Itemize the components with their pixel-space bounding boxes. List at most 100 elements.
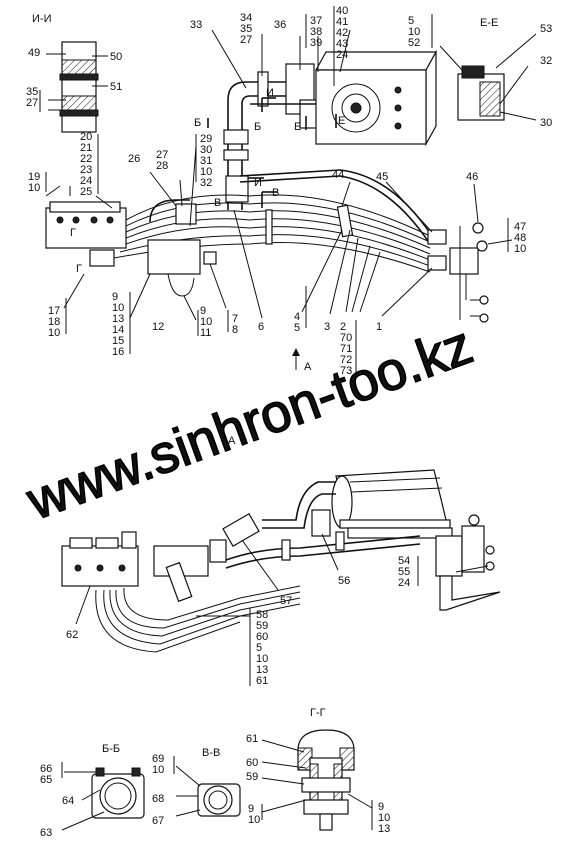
- callout-27: 27: [26, 97, 38, 109]
- leader-33: [211, 29, 247, 89]
- callout-5-ee: 5: [408, 15, 414, 27]
- section-vv: В-В 69 10 68 67: [152, 747, 241, 827]
- valve-lower-fitting: [89, 249, 115, 267]
- callout-71: 71: [340, 343, 352, 355]
- callout-60-list: 60: [256, 631, 268, 643]
- callout-9-gg: 9: [248, 803, 254, 815]
- callout-64: 64: [62, 795, 74, 807]
- callout-59: 59: [246, 771, 258, 783]
- section-ee: Е-Е 5 10 52 53 32 30: [408, 14, 552, 129]
- callout-32: 32: [540, 55, 552, 67]
- lower-pipe-top: [262, 481, 336, 521]
- callout-66: 66: [40, 763, 52, 775]
- valve-block-top: [49, 201, 121, 213]
- callout-36: 36: [274, 19, 286, 31]
- bundle-clamp-44: [336, 204, 354, 238]
- callout-63: 63: [40, 827, 52, 839]
- section-gg-title: Г-Г: [310, 707, 326, 719]
- callout-5: 5: [294, 322, 300, 334]
- lower-bracket-plate: [439, 575, 501, 611]
- callout-48: 48: [514, 232, 526, 244]
- callout-10-29: 10: [200, 166, 212, 178]
- callout-13-ggr: 13: [378, 823, 390, 835]
- callout-13: 13: [112, 313, 124, 325]
- cut-mark-g-block: Г: [70, 227, 76, 239]
- callout-52: 52: [408, 37, 420, 49]
- callout-11: 11: [200, 327, 211, 339]
- callout-53: 53: [540, 23, 552, 35]
- ee-fitting-hatch: [479, 81, 501, 117]
- callout-10-47: 10: [514, 243, 526, 255]
- view-a-title: А: [228, 435, 236, 447]
- tank-flange-center: [350, 102, 362, 114]
- callout-13-list: 13: [256, 664, 268, 676]
- cut-mark-e-left: Е: [294, 121, 301, 133]
- callout-10-9: 10: [112, 302, 124, 314]
- callout-35: 35: [26, 86, 38, 98]
- callout-18: 18: [48, 316, 60, 328]
- tank-flange-outer: [331, 83, 381, 133]
- cut-mark-e-right: Е: [338, 115, 345, 127]
- lower-pipe-tee: [311, 509, 331, 537]
- filter-body-12: [147, 239, 201, 275]
- callout-32-mid: 32: [200, 177, 212, 189]
- callout-3: 3: [324, 321, 330, 333]
- callout-20: 20: [80, 131, 92, 143]
- callout-41: 41: [336, 16, 348, 28]
- leader-32: [499, 65, 529, 105]
- view-a-mark: А: [304, 361, 312, 373]
- callout-30-mid: 30: [200, 144, 212, 156]
- cut-mark-v-left: В: [214, 197, 221, 209]
- callout-10-17: 10: [48, 327, 60, 339]
- callout-29: 29: [200, 133, 212, 145]
- lower-filter-body: [153, 545, 209, 577]
- callout-15: 15: [112, 335, 124, 347]
- ii-clamp-body: [61, 41, 97, 133]
- callout-17: 17: [48, 305, 60, 317]
- callout-61-list: 61: [256, 675, 268, 687]
- callout-35-top: 35: [240, 23, 252, 35]
- callout-61: 61: [246, 733, 258, 745]
- right-valve: [449, 247, 479, 275]
- callout-40: 40: [336, 5, 348, 17]
- valve-block: [45, 207, 127, 249]
- section-bb: Б-Б 66 65 64 63: [40, 743, 145, 839]
- callout-7: 7: [232, 313, 238, 325]
- callout-21: 21: [80, 142, 92, 154]
- callout-73: 73: [340, 365, 352, 377]
- section-ee-title: Е-Е: [480, 17, 498, 29]
- lower-right-valve: [435, 535, 463, 577]
- pipe-clamp-2: [223, 149, 249, 161]
- pipe-joint-lower: [225, 175, 249, 203]
- cut-mark-b-right: Б: [254, 121, 261, 133]
- callout-4: 4: [294, 311, 300, 323]
- callout-59-list: 59: [256, 620, 268, 632]
- filter-elbow: [167, 273, 195, 297]
- leader-53: [495, 33, 537, 69]
- callout-10-b: 10: [200, 316, 212, 328]
- hose-44: [239, 169, 433, 237]
- callout-2: 2: [340, 321, 346, 333]
- cut-mark-b-left: Б: [194, 117, 201, 129]
- bundle-clamp: [265, 209, 273, 245]
- callout-69: 69: [152, 753, 164, 765]
- cut-mark-g-lower: Г: [76, 263, 82, 275]
- lower-elbow-57: [222, 513, 260, 547]
- upper-main-view: Г Г В В И: [28, 131, 526, 377]
- callout-54: 54: [398, 555, 410, 567]
- vertical-pipe-inner: [241, 95, 300, 210]
- callout-58: 58: [256, 609, 268, 621]
- callout-6: 6: [258, 321, 264, 333]
- callout-38: 38: [310, 26, 322, 38]
- lower-tank-base: [339, 519, 451, 529]
- cut-mark-i-lower: И: [254, 177, 262, 189]
- callout-27-mid: 27: [156, 149, 168, 161]
- section-gg: Г-Г 61 60 59 9 10 9 10 13: [246, 707, 390, 835]
- ee-nut: [461, 65, 485, 79]
- callout-47: 47: [514, 221, 526, 233]
- section-ii: И-И 49 50 51 35 27: [26, 13, 122, 133]
- pipe-coupling-1: [257, 71, 269, 107]
- callout-24-top: 24: [336, 49, 348, 61]
- callout-67: 67: [152, 815, 164, 827]
